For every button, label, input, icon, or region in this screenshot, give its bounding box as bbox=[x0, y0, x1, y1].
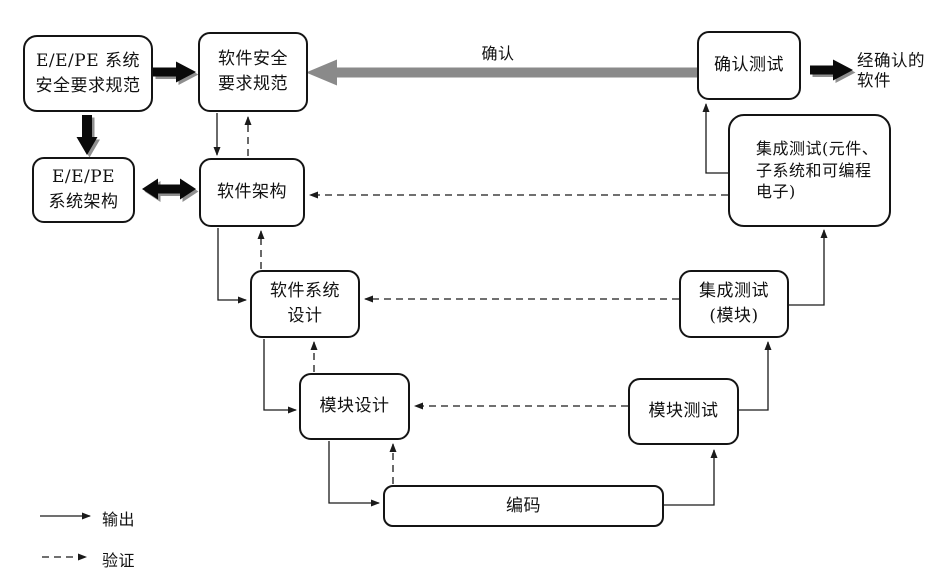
arrow-validation-test-to-validated-software bbox=[810, 59, 856, 83]
legend-arrows bbox=[40, 512, 91, 561]
node-software-safety-requirements-spec: 软件安全 要求规范 bbox=[198, 32, 308, 112]
node-label: 集成测试 (模块) bbox=[699, 281, 769, 326]
arrow-eepe-arch-sw-arch-bidirectional bbox=[142, 178, 199, 202]
node-label: 软件系统 设计 bbox=[270, 281, 340, 326]
legend-verification-label: 验证 bbox=[102, 551, 136, 570]
node-eepe-system-architecture: E/E/PE 系统架构 bbox=[32, 157, 135, 223]
node-validation-testing: 确认测试 bbox=[697, 31, 801, 100]
node-module-testing: 模块测试 bbox=[628, 378, 739, 445]
node-label: 集成测试(元件、 子系统和可编程 电子) bbox=[756, 139, 879, 202]
node-software-system-design: 软件系统 设计 bbox=[250, 270, 360, 338]
output-arrows bbox=[213, 103, 828, 507]
legend-output-label: 输出 bbox=[102, 510, 136, 529]
node-label: 确认测试 bbox=[714, 55, 784, 76]
node-label: 编码 bbox=[506, 495, 541, 516]
node-integration-testing-module: 集成测试 (模块) bbox=[679, 270, 789, 338]
node-label: 软件架构 bbox=[217, 182, 287, 203]
node-coding: 编码 bbox=[383, 485, 664, 527]
node-label: E/E/PE 系统 安全要求规范 bbox=[35, 50, 141, 96]
node-label: 软件安全 要求规范 bbox=[218, 49, 288, 94]
node-software-architecture: 软件架构 bbox=[199, 158, 305, 227]
validation-gray-arrow bbox=[306, 59, 697, 86]
validated-software-label: 经确认的 软件 bbox=[857, 51, 925, 90]
verification-arrows bbox=[244, 116, 728, 484]
node-module-design: 模块设计 bbox=[299, 373, 410, 440]
node-label: 模块设计 bbox=[319, 396, 390, 417]
arrow-eepe-srs-to-sw-srs bbox=[153, 61, 199, 85]
node-integration-testing-components-subsystems-pe: 集成测试(元件、 子系统和可编程 电子) bbox=[728, 114, 891, 227]
node-label: E/E/PE 系统架构 bbox=[48, 167, 119, 212]
node-label: 模块测试 bbox=[648, 401, 719, 422]
node-eepe-system-safety-requirements-spec: E/E/PE 系统 安全要求规范 bbox=[23, 35, 153, 112]
validation-arrow-label: 确认 bbox=[481, 44, 515, 63]
arrow-eepe-srs-to-eepe-arch bbox=[76, 115, 100, 158]
